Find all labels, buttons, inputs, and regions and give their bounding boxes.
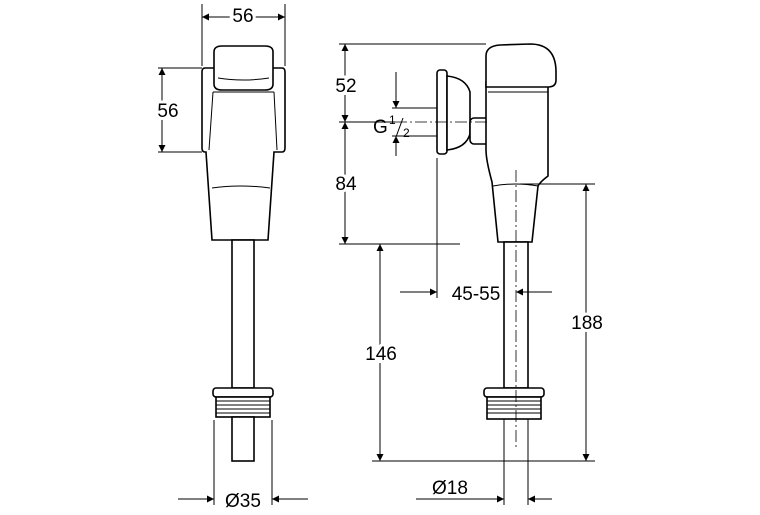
total-height-label: 188 (571, 313, 603, 334)
front-width-label: 56 (232, 6, 253, 27)
front-view: 56 56 Ø35 (154, 3, 308, 512)
side-flange (483, 387, 545, 398)
front-height-label: 56 (157, 101, 178, 122)
thread-label-g: G (373, 117, 388, 138)
front-sleeve (231, 416, 255, 462)
body-height-label: 84 (335, 174, 357, 195)
side-wall-flange (436, 69, 448, 155)
side-body (485, 81, 549, 243)
side-thread (486, 396, 542, 420)
wall-offset-label: 45-55 (452, 284, 501, 305)
side-view: 52 84 G 1 2 45-55 146 188 Ø18 (332, 43, 606, 505)
front-pipe (231, 239, 255, 389)
thread-label-num: 1 (389, 113, 396, 127)
thread-label-den: 2 (403, 126, 410, 140)
side-pipe-diameter-label: Ø18 (432, 478, 468, 499)
front-thread (215, 396, 271, 418)
front-button (213, 45, 274, 91)
front-pipe-diameter-label: Ø35 (225, 491, 261, 512)
lower-height-label: 146 (365, 344, 397, 365)
front-body (201, 67, 286, 241)
front-flange (212, 387, 274, 398)
top-height-label: 52 (335, 76, 356, 97)
side-button (485, 43, 557, 88)
